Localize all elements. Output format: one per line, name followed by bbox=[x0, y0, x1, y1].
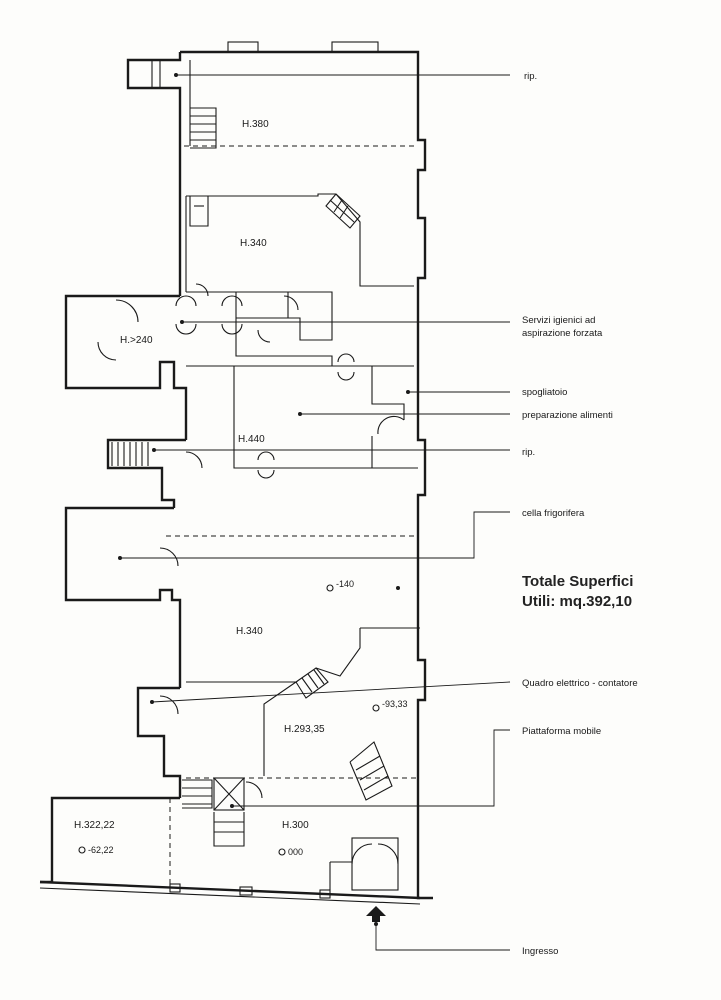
room-label-h380: H.380 bbox=[242, 119, 269, 130]
level-label-6222: -62,22 bbox=[88, 845, 114, 855]
stair-lower-right bbox=[349, 741, 393, 801]
note-rip-top: rip. bbox=[524, 71, 537, 82]
interior-partitions bbox=[97, 60, 420, 891]
stair-middle bbox=[295, 667, 329, 699]
room-label-h240: H.>240 bbox=[120, 335, 153, 346]
note-piattaforma: Piattaforma mobile bbox=[522, 726, 601, 737]
level-label-9333: -93,33 bbox=[382, 699, 408, 709]
note-servizi-line1: Servizi igienici ad bbox=[522, 315, 595, 326]
room-label-h293: H.293,35 bbox=[284, 724, 325, 735]
entrance-arrow-icon bbox=[366, 906, 386, 922]
room-label-h440: H.440 bbox=[238, 434, 265, 445]
note-spogliatoio: spogliatoio bbox=[522, 387, 567, 398]
note-preparazione: preparazione alimenti bbox=[522, 410, 613, 421]
note-quadro: Quadro elettrico - contatore bbox=[522, 678, 638, 689]
stair-top-right bbox=[325, 193, 361, 229]
total-surface-value: Utili: mq.392,10 bbox=[522, 593, 632, 610]
room-label-h300: H.300 bbox=[282, 820, 309, 831]
total-surface-title: Totale Superfici bbox=[522, 573, 633, 590]
room-label-h340-main: H.340 bbox=[236, 626, 263, 637]
level-label-000: 000 bbox=[288, 847, 303, 857]
note-servizi-line2: aspirazione forzata bbox=[522, 328, 603, 339]
note-cella: cella frigorifera bbox=[522, 508, 585, 519]
stair-west-nook bbox=[111, 442, 149, 466]
note-ingresso: Ingresso bbox=[522, 946, 558, 957]
leader-lines bbox=[118, 73, 511, 951]
level-markers bbox=[78, 584, 380, 856]
room-label-h340-top: H.340 bbox=[240, 238, 267, 249]
level-label-140: -140 bbox=[336, 579, 354, 589]
note-rip-middle: rip. bbox=[522, 447, 535, 458]
room-label-h322: H.322,22 bbox=[74, 820, 115, 831]
outer-walls bbox=[39, 41, 433, 905]
